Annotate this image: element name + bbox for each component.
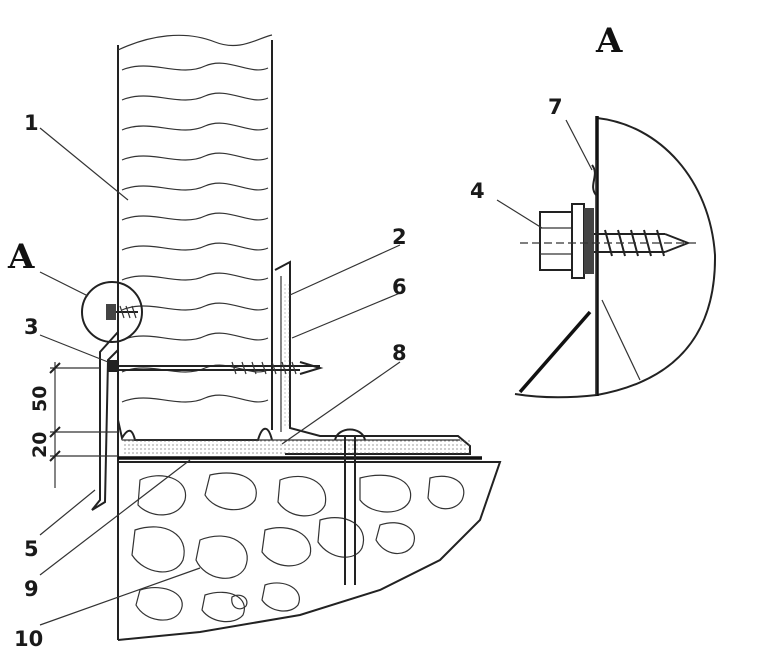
outer-drip-flashing	[91, 331, 119, 511]
callout-2: 2	[392, 225, 407, 249]
anchor-bolt	[334, 428, 366, 585]
callout-10: 10	[14, 627, 43, 651]
detail-marker-a: A	[7, 237, 35, 277]
dimension-lines	[49, 362, 118, 488]
dimension-50: 50	[29, 386, 51, 412]
detail-a-enlarged	[496, 116, 717, 399]
sandwich-panel	[117, 34, 273, 640]
callout-3: 3	[24, 315, 39, 339]
callout-9: 9	[24, 577, 39, 601]
callout-4: 4	[470, 179, 485, 203]
panel-fastening-screw	[108, 360, 324, 375]
callout-1: 1	[24, 111, 39, 135]
sealant-layer	[122, 439, 472, 454]
detail-circle-a	[81, 281, 143, 343]
leader-lines	[39, 127, 401, 626]
detail-title-a: A	[595, 21, 623, 61]
dimension-20: 20	[29, 432, 51, 458]
callout-7: 7	[548, 95, 563, 119]
callout-5: 5	[24, 537, 39, 561]
callout-6: 6	[392, 275, 407, 299]
inner-flashing	[274, 260, 471, 455]
foundation-stone	[117, 461, 502, 641]
panel-bottom-lock	[117, 419, 273, 441]
callout-8: 8	[392, 341, 407, 365]
